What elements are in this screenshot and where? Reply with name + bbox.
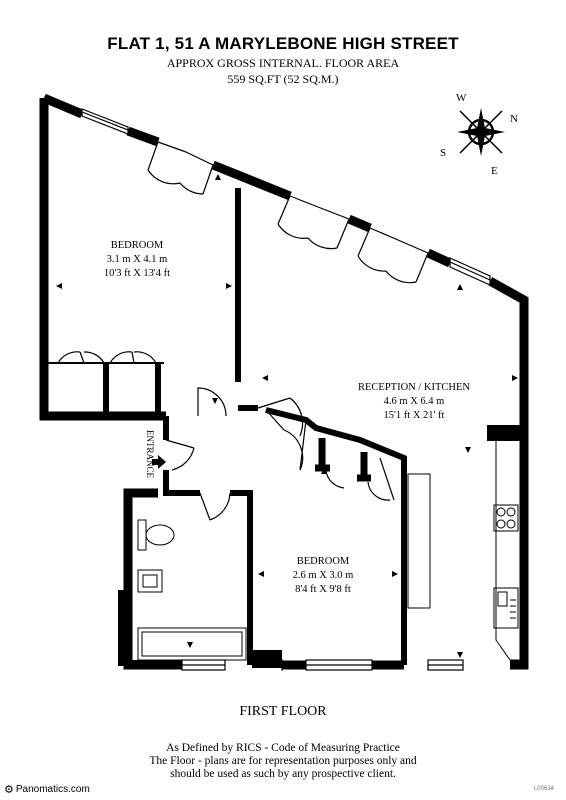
wall-segment xyxy=(128,660,182,669)
compass-s: S xyxy=(440,147,446,159)
reference-code: L00634 xyxy=(533,786,554,792)
bedroom1-name: BEDROOM xyxy=(111,240,164,251)
fixtures xyxy=(137,441,521,661)
sink-icon xyxy=(493,587,519,629)
compass-e: E xyxy=(491,165,498,177)
reception-metric: 4.6 m X 6.4 m xyxy=(384,396,445,407)
dimension-arrows xyxy=(56,174,518,658)
kitchen-island xyxy=(407,473,431,609)
compass-icon: W N S E xyxy=(440,92,518,177)
basin-icon xyxy=(137,569,163,593)
plan-title: FLAT 1, 51 A MARYLEBONE HIGH STREET xyxy=(107,34,459,53)
doors xyxy=(44,141,429,521)
footer-line-3: should be used as such by any prospectiv… xyxy=(170,768,396,780)
kitchen-counter xyxy=(495,441,520,661)
bedroom1-metric: 3.1 m X 4.1 m xyxy=(107,254,168,265)
floor-area-value: 559 SQ.FT (52 SQ.M.) xyxy=(227,72,339,86)
footer-line-2: The Floor - plans are for representation… xyxy=(149,755,417,767)
room-label-bedroom1: BEDROOM 3.1 m X 4.1 m 10'3 ft X 13'4 ft xyxy=(104,240,170,279)
bedroom1-imperial: 10'3 ft X 13'4 ft xyxy=(104,268,170,279)
compass-n: N xyxy=(510,113,518,125)
windows xyxy=(81,108,491,671)
reception-name: RECEPTION / KITCHEN xyxy=(358,382,470,393)
bedroom2-imperial: 8'4 ft X 9'8 ft xyxy=(295,584,351,595)
bedroom2-name: BEDROOM xyxy=(297,556,350,567)
room-label-bedroom2: BEDROOM 2.6 m X 3.0 m 8'4 ft X 9'8 ft xyxy=(293,556,354,595)
closet-walls xyxy=(315,438,371,482)
reception-imperial: 15'1 ft X 21' ft xyxy=(384,410,445,421)
floor-label: FIRST FLOOR xyxy=(239,704,327,719)
compass-w: W xyxy=(456,92,467,104)
structural-pier-bath xyxy=(118,590,130,666)
entrance-arrow-icon xyxy=(152,455,166,469)
entrance-label: ENTRANCE xyxy=(145,430,155,478)
footer-line-1: As Defined by RICS - Code of Measuring P… xyxy=(166,742,400,754)
toilet-icon xyxy=(137,519,147,551)
floor-area-caption: APPROX GROSS INTERNAL. FLOOR AREA xyxy=(166,56,400,70)
interior-walls xyxy=(103,188,407,665)
structural-pier xyxy=(487,425,524,441)
footer-note: As Defined by RICS - Code of Measuring P… xyxy=(0,742,566,781)
brand-logo: ⚙ Panomatics.com xyxy=(4,783,90,796)
camera-aperture-icon: ⚙ xyxy=(4,784,14,796)
exterior-walls xyxy=(39,93,529,670)
brand-name: Panomatics.com xyxy=(15,784,90,795)
bath-icon xyxy=(137,627,247,661)
structural-pier-bed xyxy=(252,650,282,668)
room-label-reception: RECEPTION / KITCHEN 4.6 m X 6.4 m 15'1 f… xyxy=(358,382,470,421)
bedroom2-metric: 2.6 m X 3.0 m xyxy=(293,570,354,581)
hob-icon xyxy=(493,504,519,532)
